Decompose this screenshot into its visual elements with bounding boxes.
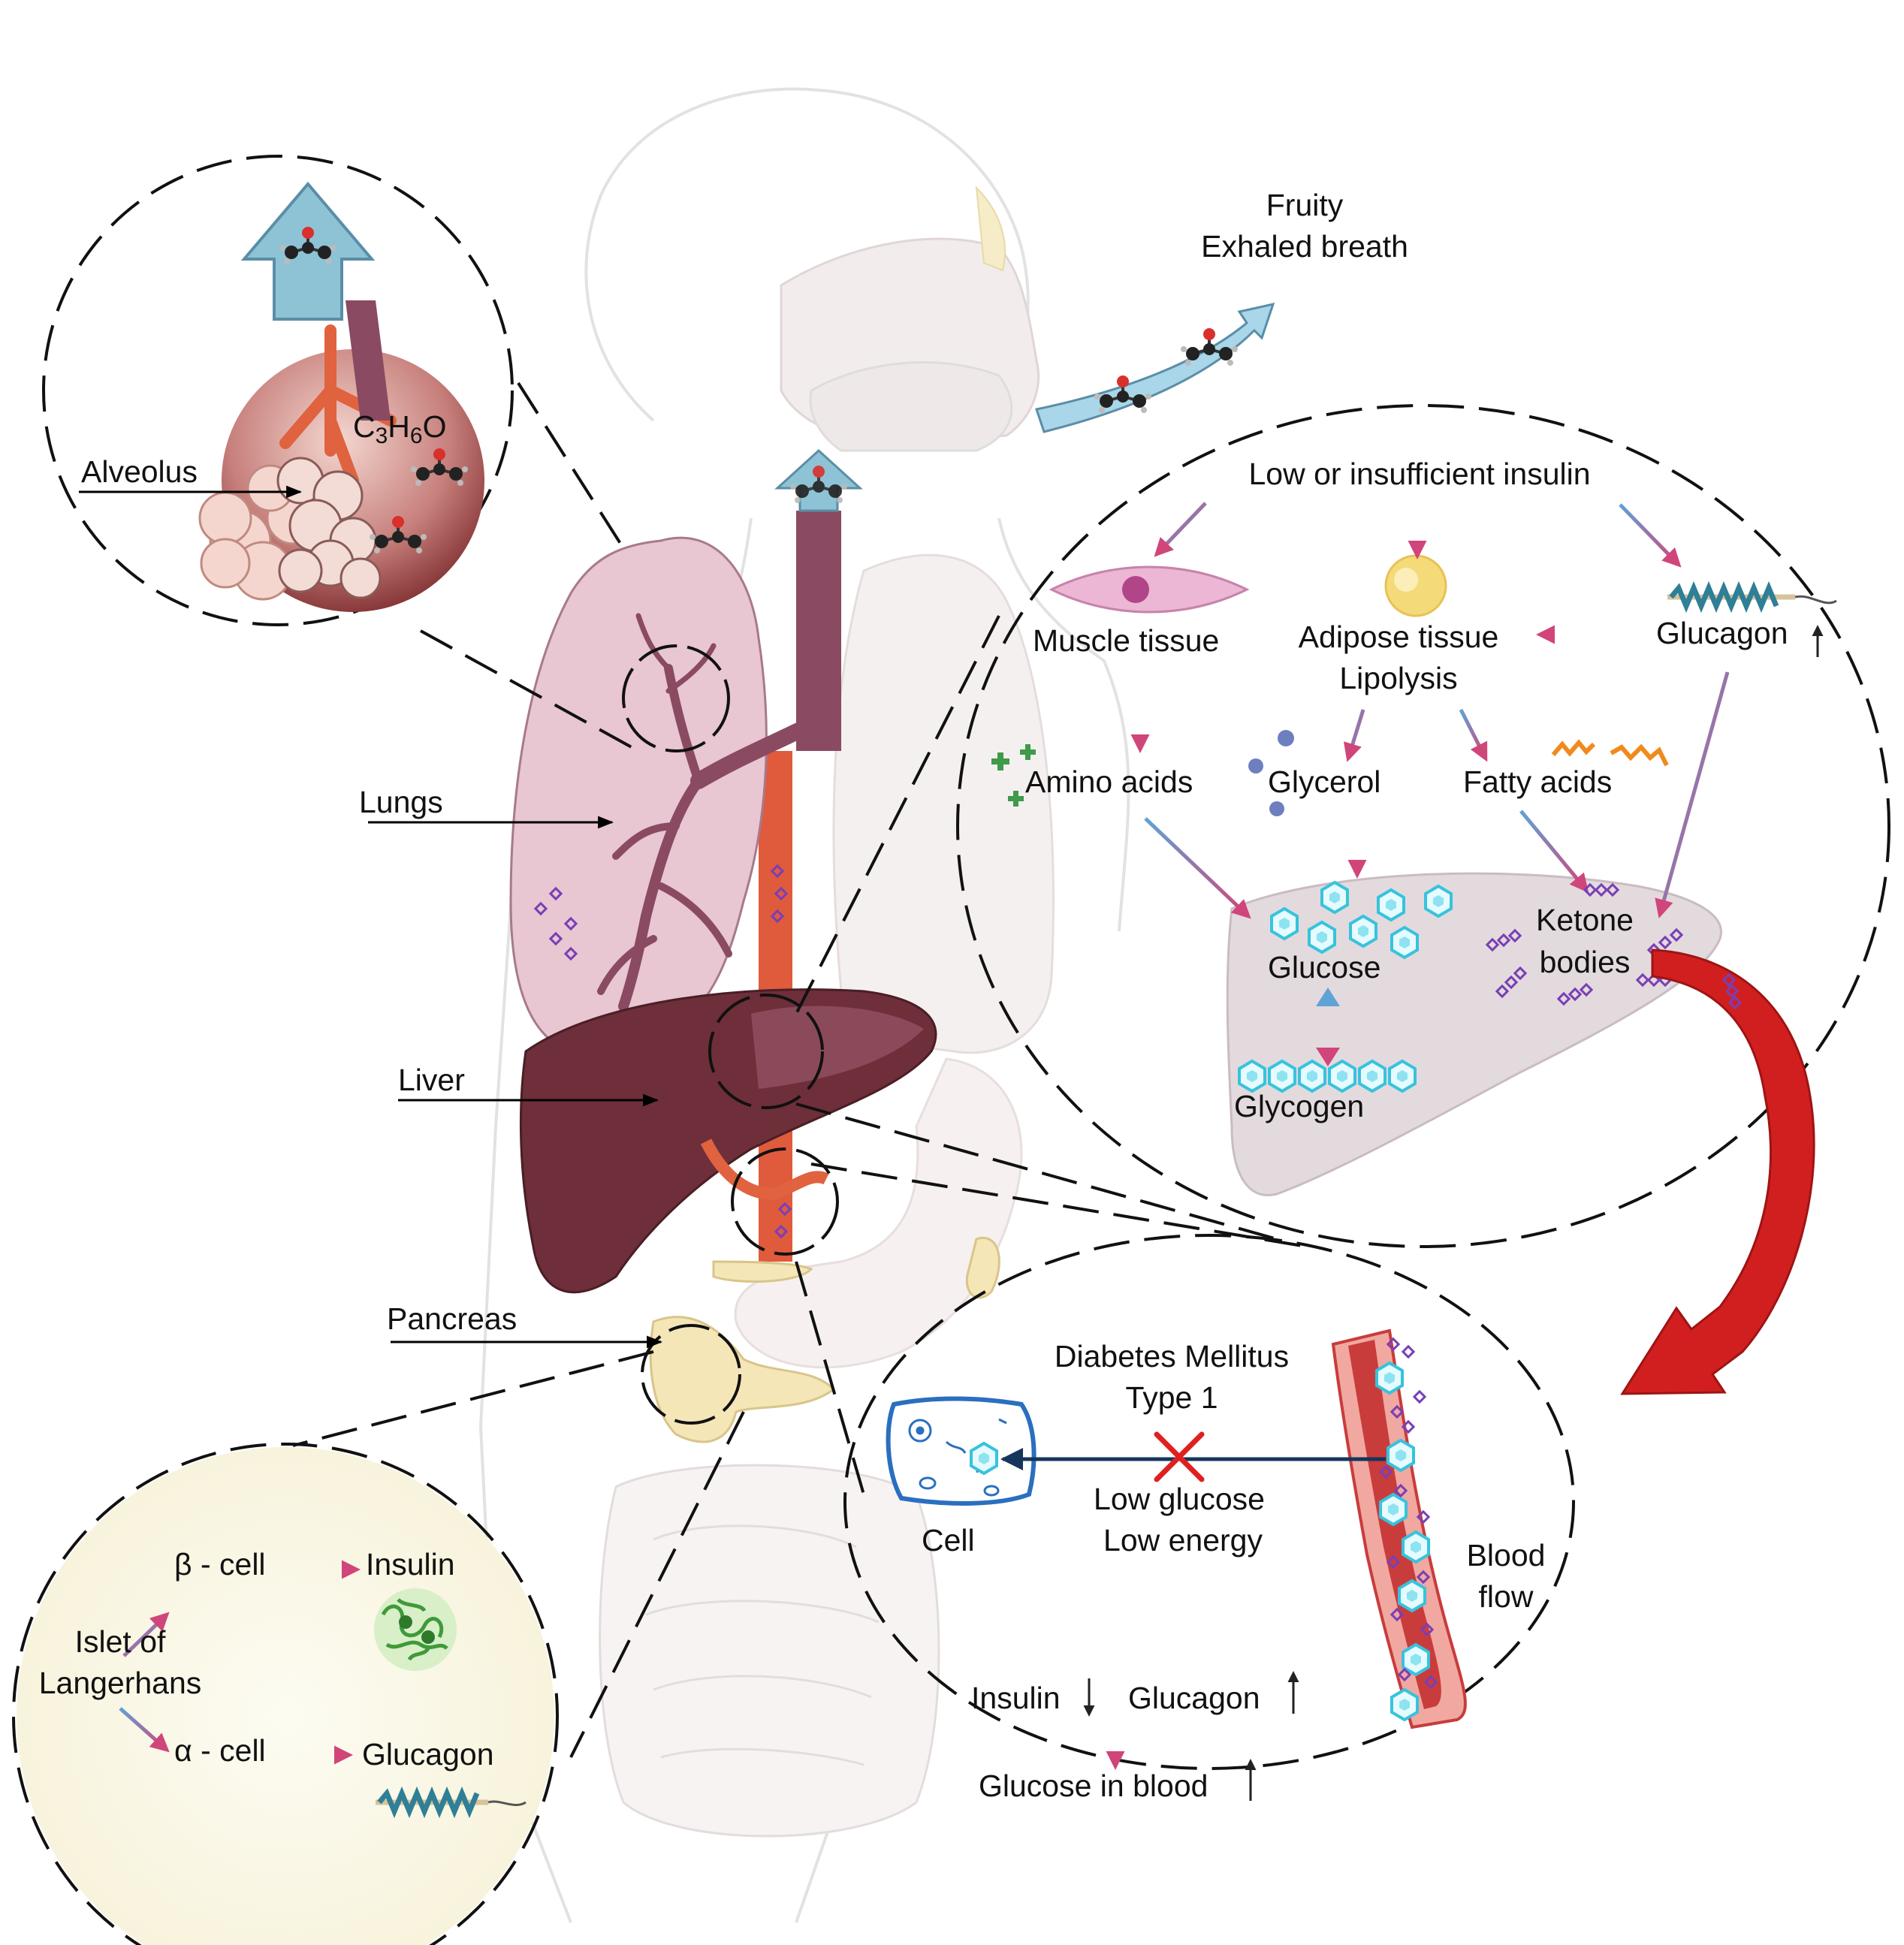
exhaled-breath-label: Exhaled breath [1201,229,1408,264]
fatty-acid-icons [1551,739,1669,767]
cell-label: Cell [922,1523,975,1558]
cell-glucose [970,1442,998,1475]
glucagon-helix-islet [376,1786,527,1819]
hepatic-vessels [700,1138,829,1201]
metabolism-arrows [1130,492,1730,919]
alpha-cell-label: α - cell [174,1733,266,1768]
dm-title-line1: Diabetes Mellitus [1054,1339,1290,1374]
metabolism-liver [1226,872,1722,1196]
zoom-connectors [292,381,1308,1758]
glucagon-high-label: Glucagon [1128,1681,1260,1715]
low-glucose-label: Low glucose [1094,1482,1265,1516]
intestines-faded [599,1464,940,1838]
trachea [796,511,841,751]
blood-label: Blood [1466,1538,1546,1573]
adipose-droplet [1394,568,1418,592]
liver-highlight [751,1006,924,1089]
bronchial-tree [597,613,827,1012]
dm-title-line2: Type 1 [1125,1380,1218,1415]
muscle-tissue-label: Muscle tissue [1033,623,1220,658]
formula-n1: 3 [375,424,388,448]
adipose-tissue-label: Adipose tissue [1298,620,1499,654]
cell-icon [886,1396,1036,1506]
amino-acids-label: Amino acids [1025,764,1193,799]
glucagon-islet-label: Glucagon [362,1737,494,1772]
acetone-formula: C3H6O [353,409,447,450]
blocked-x-icon [1154,1431,1205,1482]
stomach-faded [734,1057,1023,1369]
glucagon-helix-top [1667,580,1837,614]
islet-arrows [119,1612,170,1753]
liver-label: Liver [398,1063,465,1097]
beta-cell-label: β - cell [174,1547,266,1582]
glucagon-top-label: Glucagon [1656,616,1788,650]
muscle-nucleus [1122,576,1149,603]
mouth-area [809,361,1013,452]
focus-circles [622,644,839,1425]
fatty-acids-label: Fatty acids [1463,764,1613,799]
gallbladder [965,1236,1000,1299]
breath-arrow [1035,302,1275,433]
flow-label: flow [1478,1579,1534,1614]
formula-h: H [388,409,410,444]
lungs-label: Lungs [359,785,443,819]
amino-acid-icons [991,744,1036,807]
duodenum [712,1260,813,1283]
glycerol-label: Glycerol [1268,764,1381,799]
glucose-glycogen-arrow [1316,988,1340,1066]
glycerol-icons [1248,730,1294,816]
lipolysis-label: Lipolysis [1339,661,1458,695]
islet-of-label: Islet of [74,1624,166,1659]
low-insulin-label: Low or insufficient insulin [1248,457,1591,491]
insulin-label: Insulin [366,1547,455,1582]
glucose-in-blood-label: Glucose in blood [979,1769,1208,1803]
pancreas-label: Pancreas [387,1301,517,1336]
insulin-protein-icon [374,1588,457,1671]
bodies-label: bodies [1539,945,1631,979]
cell-organelles [908,1418,1007,1497]
glucose-label: Glucose [1268,950,1381,985]
nose-yellow [975,185,1006,272]
langerhans-label: Langerhans [38,1666,202,1700]
right-lung-faded [832,553,1055,1054]
insulin-low-label: Insulin [971,1681,1061,1715]
formula-n2: 6 [409,424,423,448]
low-energy-label: Low energy [1103,1523,1263,1558]
formula-o: O [422,409,447,444]
alveolus-label: Alveolus [81,454,198,489]
zoom-circles [12,155,1890,1945]
fruity-label: Fruity [1266,188,1344,222]
glycogen-label: Glycogen [1234,1089,1365,1123]
ketone-to-blood-arrow [1620,948,1815,1395]
ketone-label: Ketone [1536,903,1634,937]
islet-background [17,1447,554,1945]
formula-c: C [353,409,376,444]
